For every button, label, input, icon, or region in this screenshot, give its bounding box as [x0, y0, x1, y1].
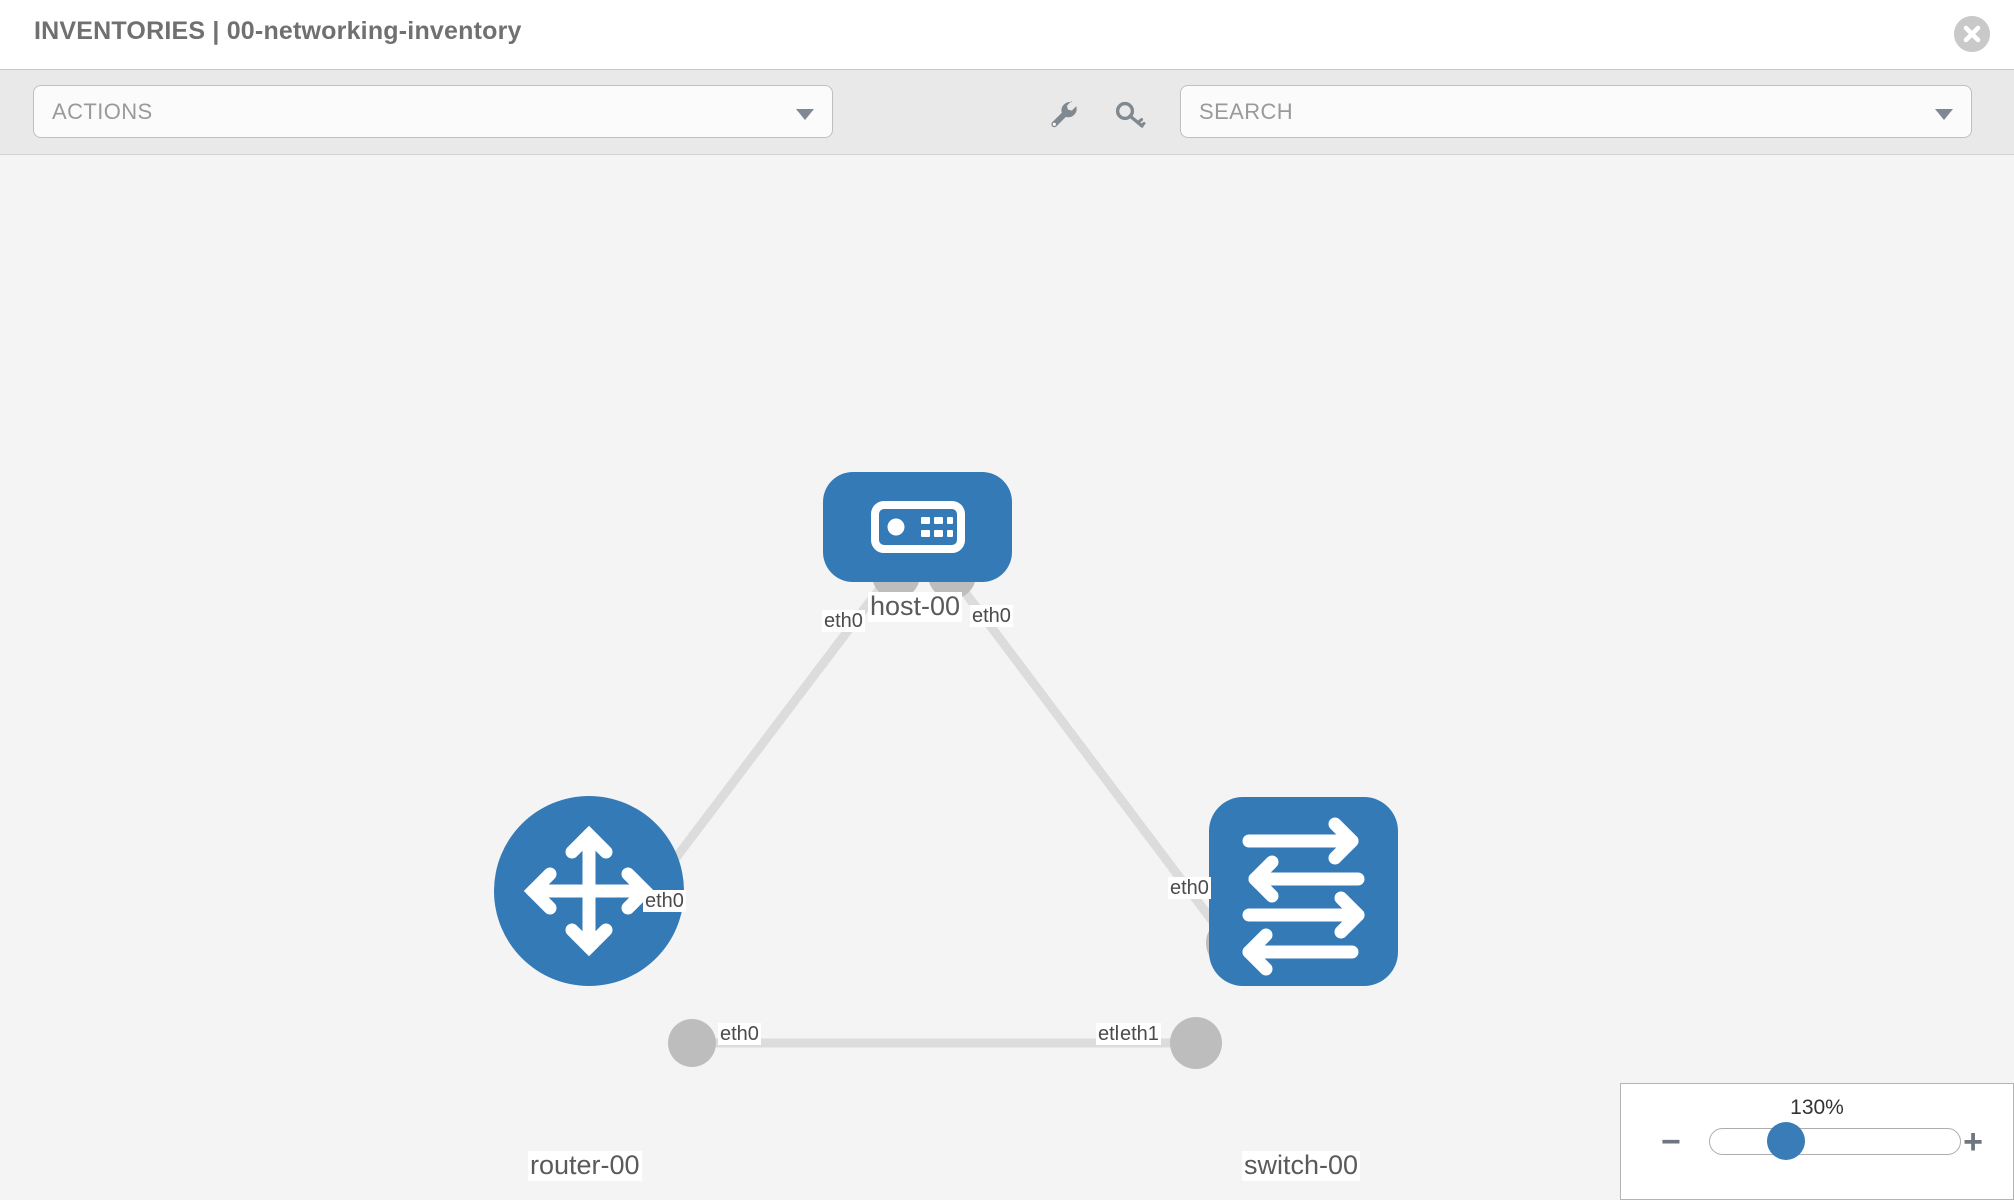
topology-graph: [494, 472, 1398, 1069]
actions-dropdown[interactable]: ACTIONS: [33, 85, 833, 138]
node-label-switch: switch-00: [1242, 1150, 1361, 1181]
search-placeholder: SEARCH: [1199, 99, 1294, 124]
interface-label-router-uplink: eth0: [643, 890, 686, 912]
zoom-control-panel: 130% − +: [1620, 1083, 2014, 1200]
server-icon: [871, 501, 965, 553]
interface-label-switch-eth1: eth1: [1118, 1023, 1161, 1045]
topology-canvas[interactable]: host-00 router-00 switch-00 eth0 eth0 et…: [0, 155, 2014, 1200]
search-input[interactable]: SEARCH: [1180, 85, 1972, 138]
key-icon[interactable]: [1113, 98, 1147, 132]
interface-label-host-right: eth0: [970, 605, 1013, 627]
wrench-icon[interactable]: [1046, 98, 1080, 132]
chevron-down-icon: [796, 109, 814, 120]
node-label-router: router-00: [528, 1150, 642, 1181]
zoom-out-button[interactable]: −: [1661, 1123, 1681, 1161]
switch-arrows-icon: [1242, 817, 1365, 976]
interface-label-host-left: eth0: [822, 610, 865, 632]
zoom-slider-track[interactable]: [1709, 1128, 1961, 1155]
close-icon[interactable]: [1954, 16, 1990, 52]
connection-anchors: [668, 551, 1258, 1069]
anchor-router-right: [668, 1019, 716, 1067]
topology-links: [606, 572, 1242, 1048]
page-header: INVENTORIES | 00-networking-inventory: [0, 0, 2014, 70]
node-host-00[interactable]: [823, 472, 1012, 582]
interface-label-switch-uplink: eth0: [1168, 877, 1211, 899]
actions-dropdown-label: ACTIONS: [52, 99, 153, 124]
page-title: INVENTORIES | 00-networking-inventory: [34, 17, 522, 45]
chevron-down-icon: [1935, 109, 1953, 120]
interface-label-router-eth0: eth0: [718, 1023, 761, 1045]
node-switch-00[interactable]: [1209, 797, 1398, 986]
node-label-host: host-00: [868, 591, 963, 622]
zoom-in-button[interactable]: +: [1963, 1123, 1983, 1161]
zoom-level-value: 130%: [1790, 1096, 1844, 1119]
zoom-slider-thumb[interactable]: [1767, 1122, 1805, 1160]
node-router-00[interactable]: [494, 796, 684, 986]
toolbar: ACTIONS SEARCH: [0, 70, 2014, 155]
anchor-switch-left: [1170, 1017, 1222, 1069]
